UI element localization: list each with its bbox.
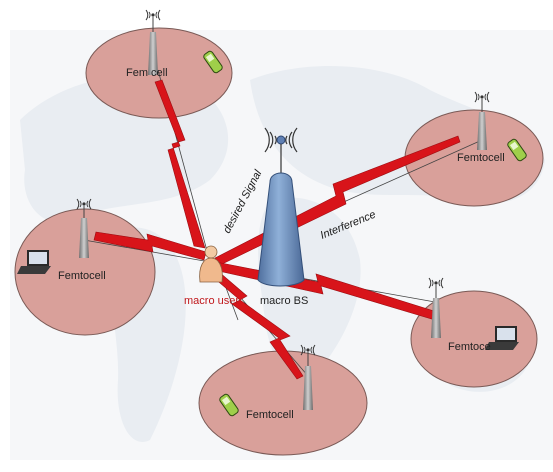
- laptop-icon: [485, 326, 519, 350]
- macro-bs-tower-icon: [257, 127, 305, 287]
- femtocell-left-label: Femtocell: [58, 270, 106, 282]
- femtocell-top-label: Fem cell: [126, 67, 168, 79]
- bolt-to-top-femtocell: [154, 79, 206, 249]
- macro-bs-label: macro BS: [260, 295, 308, 307]
- bolt-to-bottom-femtocell: [206, 265, 304, 380]
- bolt-to-left-femtocell: [93, 231, 207, 261]
- antenna-icon: [300, 344, 316, 410]
- laptop-icon: [17, 250, 51, 274]
- mobile-phone-icon: [507, 138, 527, 162]
- antenna-icon: [145, 9, 161, 75]
- mobile-phone-icon: [203, 50, 223, 74]
- macro-user-icon: [199, 245, 223, 283]
- femtocell-bottom-right-cell: [410, 290, 538, 388]
- antenna-icon: [76, 198, 92, 258]
- mobile-phone-icon: [219, 393, 239, 417]
- macro-user-label: macro user: [184, 295, 239, 307]
- antenna-icon: [428, 277, 444, 338]
- femtocell-bottom-label: Femtocell: [246, 409, 294, 421]
- femtocell-right-label: Femtocell: [457, 152, 505, 164]
- femtocell-bottom-right-label: Femtoce: [448, 341, 491, 353]
- antenna-icon: [474, 91, 490, 150]
